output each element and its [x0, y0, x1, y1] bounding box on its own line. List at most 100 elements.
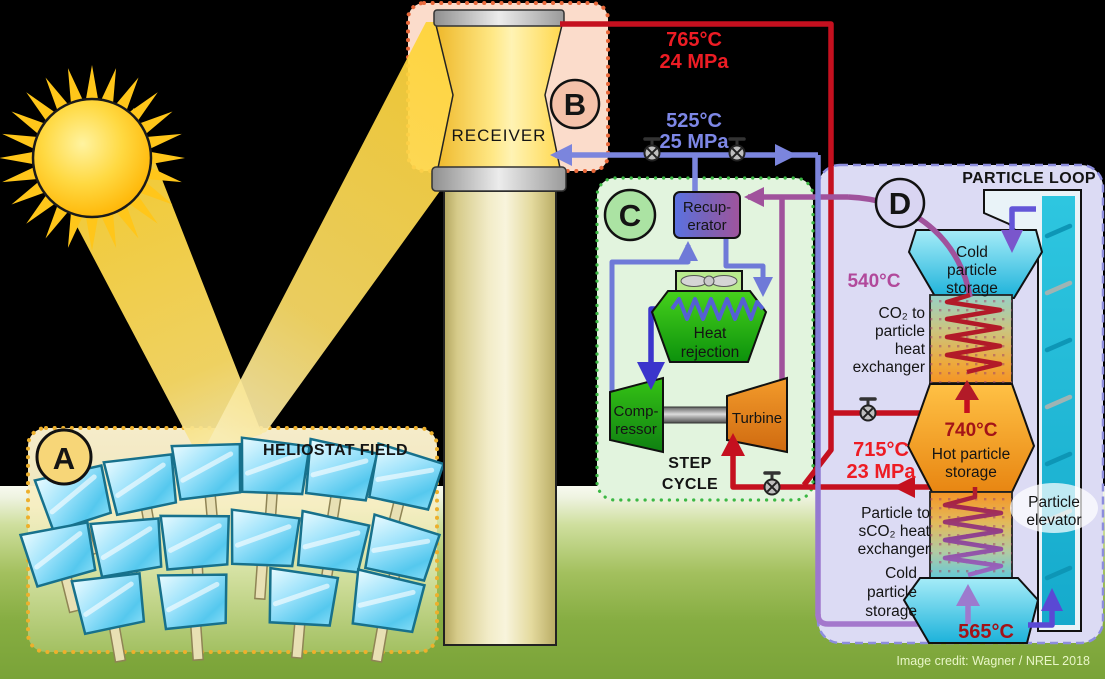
hot-storage-label-1: Hot particle: [932, 446, 1010, 463]
mirror-shine: [180, 451, 234, 483]
temp-765: 765°C: [666, 29, 722, 51]
heat-rejection-label-2: rejection: [681, 344, 740, 361]
heliostat-mirror: [268, 566, 340, 627]
co2-hx-label-2: particle: [875, 323, 925, 340]
sun-ray: [141, 165, 182, 183]
mirror-shine: [166, 581, 220, 613]
turbine-label: Turbine: [732, 410, 782, 427]
valve-icon: [763, 471, 781, 496]
heliostat-mirror: [159, 514, 231, 571]
sun-ray: [2, 133, 43, 151]
press-23: 23 MPa: [847, 461, 917, 483]
elevator-label-1: Particle: [1028, 494, 1080, 511]
mirror-shine: [302, 530, 361, 550]
cold-particle-storage-top: [907, 229, 1044, 299]
fan-icon: [680, 275, 708, 287]
heliostat: [230, 508, 301, 601]
temp-740: 740°C: [944, 420, 997, 441]
elevator-label-2: elevator: [1026, 512, 1081, 529]
heliostat: [18, 520, 97, 614]
badge-a-letter: A: [53, 441, 75, 476]
badge-d-letter: D: [889, 186, 911, 221]
mirror-shine: [375, 467, 435, 482]
mirror-shine: [100, 526, 153, 561]
badge-d: D: [874, 177, 926, 229]
heat-rejection-label-1: Heat: [694, 325, 727, 342]
heat-rejection-coil: [670, 297, 765, 321]
heliostat-mirror: [240, 436, 311, 496]
elevator-belt-dash: [1044, 280, 1073, 296]
badge-c-letter: C: [619, 198, 641, 233]
flow-arrows: [550, 144, 1063, 611]
tower: [443, 190, 557, 646]
cold-storage-top-label-2: particle: [947, 262, 997, 279]
valve-icon: [728, 137, 746, 162]
arrow-into-compressor: [637, 362, 665, 390]
mirror-shine: [272, 583, 330, 607]
elevator-belt-dash: [1044, 394, 1073, 410]
arrow-up-elevator: [1041, 588, 1063, 611]
heliostat: [304, 437, 379, 532]
sco2-hx-label-1: Particle to: [861, 505, 930, 522]
sun-ray: [0, 150, 39, 166]
shaft: [662, 406, 730, 424]
arrow-into-charge-hx: [955, 380, 979, 400]
step-cycle-label-1: STEP: [668, 455, 711, 472]
sun-ray: [99, 68, 117, 109]
heliostat-mirror: [156, 573, 228, 631]
sun-ray: [145, 150, 185, 166]
temp-565: 565°C: [958, 621, 1014, 643]
arrow-into-receiver: [550, 144, 572, 166]
mirror-shine: [310, 458, 369, 478]
mirror-shine: [245, 452, 302, 476]
sun-ray: [2, 165, 43, 183]
mirror-shine: [115, 462, 166, 498]
cold-particle-storage-bottom: [902, 577, 1040, 644]
mirror-shine: [371, 538, 431, 553]
heliostat-mirrors: [18, 436, 446, 663]
elevator-label-glow: [1010, 483, 1098, 533]
sun-ray: [84, 211, 100, 251]
arrow-715: [893, 476, 915, 498]
mirror-shine: [83, 581, 134, 617]
heliostat: [351, 567, 427, 663]
pipe-elevator-discharge: [1009, 206, 1036, 234]
sun-ray: [84, 65, 100, 105]
compressor-label-1: Comp-: [613, 403, 658, 420]
heliostat: [268, 566, 340, 660]
charge-hx-coil: [944, 292, 1003, 375]
receiver: [431, 9, 567, 192]
co2-hx-label-1: CO₂ to: [879, 305, 926, 322]
arrow-right-header: [775, 144, 797, 166]
arrow-into-turbine: [721, 433, 745, 456]
heliostat-mirror: [89, 517, 163, 579]
sun-ray: [67, 68, 85, 109]
sun-ray: [141, 133, 182, 151]
temp-715: 715°C: [853, 439, 909, 461]
sco2-hx-label-3: exchanger: [858, 541, 930, 558]
badge-a: A: [35, 428, 93, 486]
sun-ray: [67, 207, 85, 248]
co2-hx-label-3: heat: [895, 341, 926, 358]
pipe-540-return: [847, 194, 973, 298]
arrow-into-cold-storage: [1001, 230, 1023, 253]
arrow-into-discharge-hx: [956, 584, 980, 606]
step-cycle-label-2: CYCLE: [662, 476, 718, 493]
mirror-shine: [34, 531, 83, 570]
recuperator-label-1: Recup-: [683, 199, 731, 216]
sun-icon: [0, 65, 185, 251]
badge-b-letter: B: [564, 87, 586, 122]
heliostat-mirror: [170, 442, 242, 501]
mirror-shine: [167, 523, 222, 553]
heliostat: [70, 572, 146, 663]
sco2-hx-label-2: sCO₂ heat: [859, 523, 931, 540]
elevator-belt-dash: [1044, 223, 1073, 239]
receiver-label: RECEIVER: [452, 126, 547, 145]
compressor: [609, 376, 664, 454]
particle-loop-title: PARTICLE LOOP: [962, 170, 1096, 187]
sun-ray: [99, 207, 117, 248]
compressor-label-2: ressor: [615, 421, 657, 438]
elevator-belt-dash: [1044, 565, 1073, 581]
